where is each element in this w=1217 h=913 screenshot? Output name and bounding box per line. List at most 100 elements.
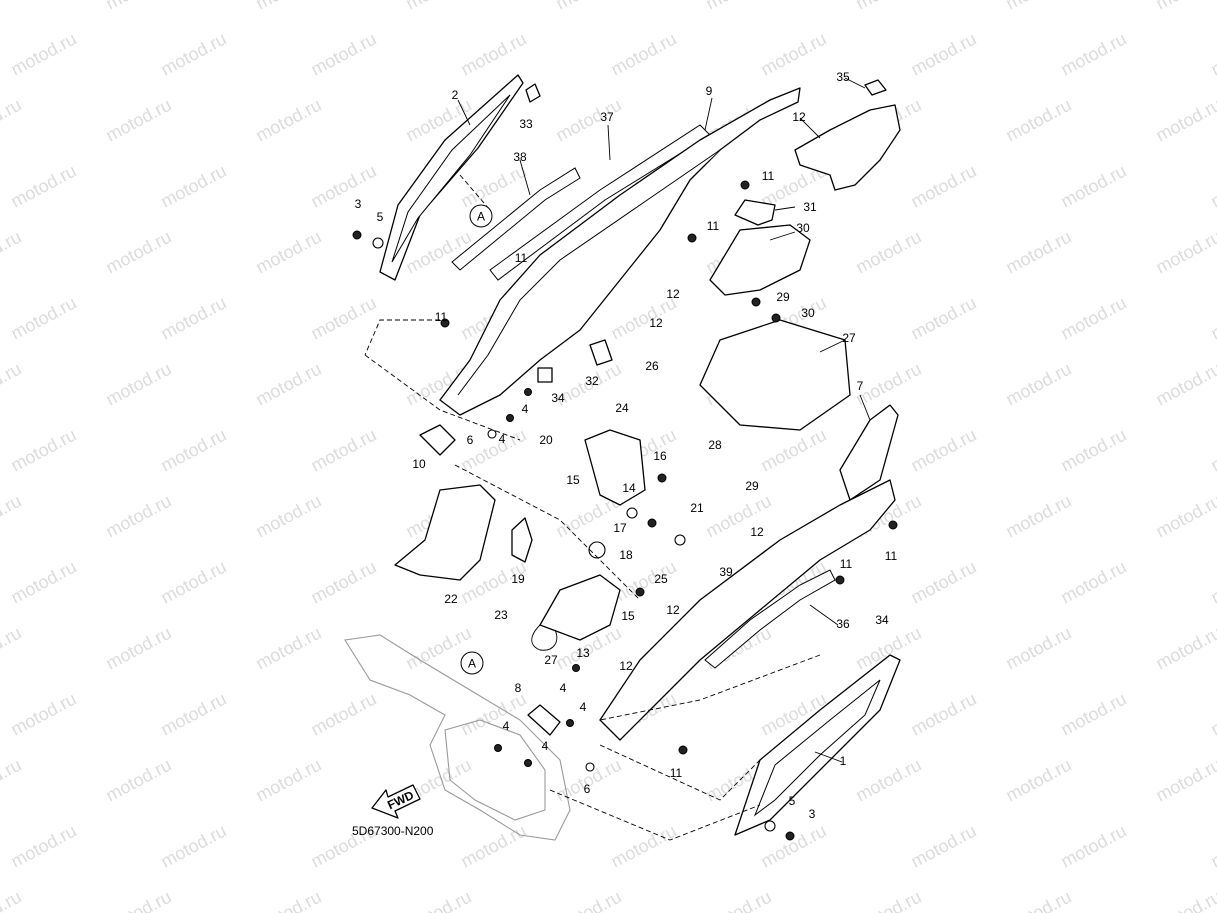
callout-19: 19 (511, 572, 525, 586)
bolt-11-d (888, 520, 898, 530)
watermark-text: motod.ru (1002, 227, 1074, 278)
screw-4-d (566, 719, 574, 727)
callout-4: 4 (560, 681, 567, 695)
callout-13: 13 (576, 646, 590, 660)
label-layer: 1233444444556678910111111111111111212121… (0, 0, 898, 821)
watermark-text: motod.ru (102, 491, 174, 542)
part-bracket-box (709, 224, 811, 296)
watermark-text: motod.ru (1207, 689, 1217, 740)
diagram-code: 5D67300-N200 (352, 824, 434, 838)
callout-8: 8 (515, 681, 522, 695)
watermark-text: motod.ru (702, 0, 774, 14)
watermark-text: motod.ru (552, 0, 624, 14)
washer-6-b (585, 762, 595, 772)
watermark-text: motod.ru (102, 359, 174, 410)
watermark-text: motod.ru (0, 359, 25, 410)
callout-12: 12 (666, 603, 680, 617)
watermark-text: motod.ru (852, 887, 924, 913)
callout-35: 35 (836, 70, 850, 84)
callout-28: 28 (708, 438, 722, 452)
watermark-text: motod.ru (252, 623, 324, 674)
watermark-text: motod.ru (1057, 689, 1129, 740)
part-pad-36 (864, 79, 887, 96)
assembly-line-3 (599, 744, 761, 801)
cap-19 (588, 541, 606, 559)
watermark-text: motod.ru (1002, 623, 1074, 674)
watermark-text: motod.ru (157, 557, 229, 608)
leader-28 (819, 339, 846, 353)
leader-37 (809, 604, 839, 626)
watermark-text: motod.ru (1152, 755, 1217, 806)
part-tail-cover (794, 104, 901, 191)
leader-1 (814, 751, 843, 763)
callout-11: 11 (840, 557, 853, 571)
watermark-text: motod.ru (402, 887, 474, 913)
part-tab-34-upper (525, 83, 541, 103)
part-bracket-16 (584, 429, 646, 506)
watermark-text: motod.ru (252, 887, 324, 913)
callout-11: 11 (885, 549, 898, 563)
callout-23: 23 (494, 608, 508, 622)
washer-5-b (764, 820, 776, 832)
callout-11: 11 (435, 310, 448, 324)
callout-27: 27 (842, 331, 856, 345)
fwd-arrow: FWD (371, 784, 421, 819)
watermark-text: motod.ru (907, 161, 979, 212)
watermark-text: motod.ru (1057, 557, 1129, 608)
callout-11: 11 (670, 766, 683, 780)
watermark-text: motod.ru (1057, 293, 1129, 344)
callout-5: 5 (789, 794, 796, 808)
callout-4: 4 (580, 700, 587, 714)
watermark-text: motod.ru (1002, 755, 1074, 806)
watermark-text: motod.ru (907, 425, 979, 476)
watermark-text: motod.ru (7, 821, 79, 872)
callout-32: 32 (585, 374, 599, 388)
watermark-text: motod.ru (1002, 0, 1074, 14)
watermark-text: motod.ru (757, 29, 829, 80)
bolt-3-b (785, 831, 795, 841)
part-side-stripe (704, 569, 836, 669)
part-lower-rear-panel-inner (753, 679, 881, 817)
part-front-side-cover-inner (391, 94, 511, 263)
watermark-text: motod.ru (157, 689, 229, 740)
bolt-11-e (835, 575, 845, 585)
watermark-text: motod.ru (252, 491, 324, 542)
watermark-text: motod.ru (552, 755, 624, 806)
assembly-line-6 (599, 654, 821, 721)
watermark-text: motod.ru (1057, 161, 1129, 212)
watermark-text: motod.ru (252, 227, 324, 278)
watermark-text: motod.ru (907, 689, 979, 740)
callout-12: 12 (750, 525, 764, 539)
watermark-text: motod.ru (1152, 95, 1217, 146)
watermark-text: motod.ru (252, 0, 324, 14)
part-bracket-20 (511, 517, 533, 563)
watermark-text: motod.ru (157, 293, 229, 344)
watermark-text: motod.ru (102, 623, 174, 674)
watermark-text: motod.ru (252, 95, 324, 146)
watermark-text: motod.ru (1207, 293, 1217, 344)
part-clip-10 (419, 424, 456, 456)
callout-6: 6 (467, 433, 474, 447)
washer-6-a (487, 429, 497, 439)
washer-5-a (372, 237, 384, 249)
watermark-text: motod.ru (7, 557, 79, 608)
callout-36: 36 (836, 617, 850, 631)
part-reservoir (539, 574, 621, 641)
bolt-15-a (647, 518, 657, 528)
callout-11: 11 (707, 219, 720, 233)
watermark-text: motod.ru (1152, 0, 1217, 14)
callout-30: 30 (796, 221, 810, 235)
callout-26: 26 (645, 359, 659, 373)
callout-12: 12 (619, 659, 633, 673)
watermark-text: motod.ru (7, 293, 79, 344)
part-hose-25 (531, 624, 558, 651)
watermark-text: motod.ru (457, 689, 529, 740)
watermark-text: motod.ru (102, 227, 174, 278)
watermark-text: motod.ru (102, 0, 174, 14)
watermark-text: motod.ru (1152, 227, 1217, 278)
callout-12: 12 (666, 287, 680, 301)
watermark-text: motod.ru (1207, 557, 1217, 608)
screw-4-f (524, 759, 532, 767)
fwd-arrow-icon (371, 784, 421, 819)
part-rear-body-cover-edge (457, 149, 721, 396)
